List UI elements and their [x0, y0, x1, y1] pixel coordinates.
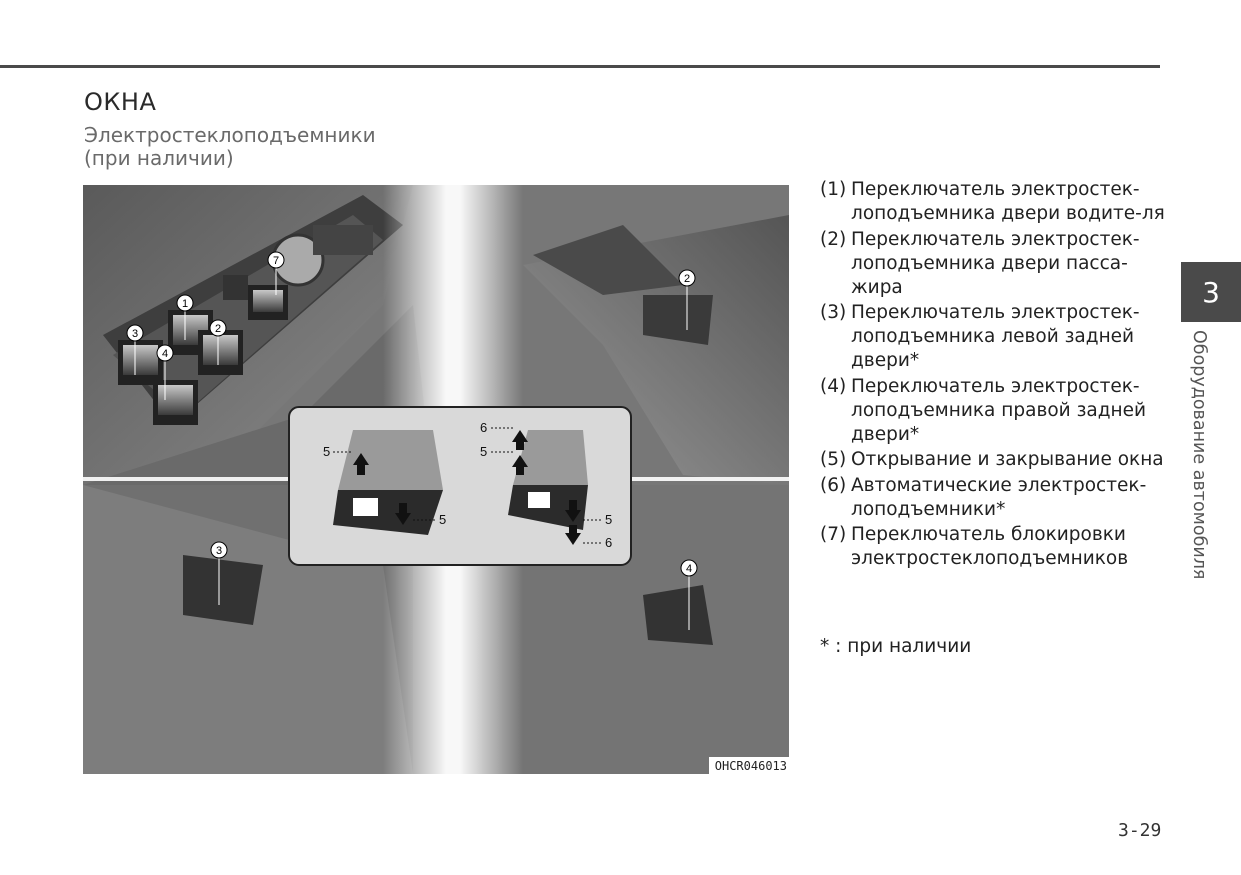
callout-3: 3 — [132, 328, 138, 340]
item-number: (3) — [820, 302, 847, 323]
item-text: Переключатель электростек-лоподъемника д… — [851, 228, 1140, 298]
list-item: (6)Автоматические электростек-лоподъемни… — [820, 474, 1170, 522]
list-item: (3)Переключатель электростек-лоподъемник… — [820, 301, 1170, 373]
item-number: (2) — [820, 228, 847, 250]
inset-label-5-right-down: 5 — [605, 512, 612, 527]
subtitle-line-2: (при наличии) — [84, 146, 234, 170]
page-number: 3-29 — [1118, 820, 1162, 841]
figure-code: OHCR046013 — [708, 757, 789, 774]
item-text: Переключатель электростек-лоподъемника п… — [851, 375, 1147, 445]
list-item: (5)Открывание и закрывание окна — [820, 448, 1170, 472]
callout-2: 2 — [215, 323, 221, 335]
inset-label-5-left-down: 5 — [439, 512, 446, 527]
section-subtitle: Электростеклоподъемники (при наличии) — [84, 124, 376, 170]
list-item: (1)Переключатель электростек-лоподъемник… — [820, 178, 1170, 226]
inset-label-5-left-up: 5 — [323, 444, 330, 459]
item-number: (6) — [820, 474, 847, 496]
top-rule — [0, 65, 1160, 68]
section-title: ОКНА — [84, 88, 157, 116]
item-number: (4) — [820, 375, 847, 397]
item-text: Открывание и закрывание окна — [851, 449, 1164, 470]
callouts: 1 2 3 4 7 2 3 4 — [126, 251, 698, 630]
footnote: * : при наличии — [820, 636, 972, 657]
window-switches-illustration: 1 2 3 4 7 2 3 4 — [83, 185, 789, 774]
callout-1: 1 — [182, 298, 188, 310]
chapter-tab: 3 — [1181, 262, 1241, 322]
callout-4-rear: 4 — [686, 563, 692, 575]
item-number: (5) — [820, 449, 847, 470]
callout-3-rear: 3 — [216, 545, 222, 557]
callout-7: 7 — [273, 255, 279, 267]
inset-label-5-right-up: 5 — [480, 444, 487, 459]
item-number: (7) — [820, 524, 847, 545]
inset-label-6-bottom: 6 — [605, 535, 612, 550]
callout-4: 4 — [162, 348, 168, 360]
inset-label-6-top: 6 — [480, 420, 487, 435]
item-text: Переключатель электростек-лоподъемника л… — [851, 302, 1140, 371]
callout-2-passenger: 2 — [684, 273, 690, 285]
driver-switch-cluster — [118, 225, 373, 425]
item-text: Переключатель электростек-лоподъемника д… — [851, 179, 1165, 224]
legend-list: (1)Переключатель электростек-лоподъемник… — [820, 178, 1170, 573]
subtitle-line-1: Электростеклоподъемники — [84, 123, 376, 147]
item-number: (1) — [820, 179, 847, 200]
switch-inset: 5 5 6 5 5 6 — [288, 406, 632, 566]
item-text: Переключатель блокировки электростеклопо… — [851, 524, 1129, 569]
list-item: (4)Переключатель электростек-лоподъемник… — [820, 375, 1170, 447]
item-text: Автоматические электростек-лоподъемники* — [851, 474, 1147, 520]
list-item: (7)Переключатель блокировки электростекл… — [820, 523, 1170, 571]
list-item: (2)Переключатель электростек-лоподъемник… — [820, 228, 1170, 300]
chapter-title: Оборудование автомобиля — [1189, 330, 1209, 580]
